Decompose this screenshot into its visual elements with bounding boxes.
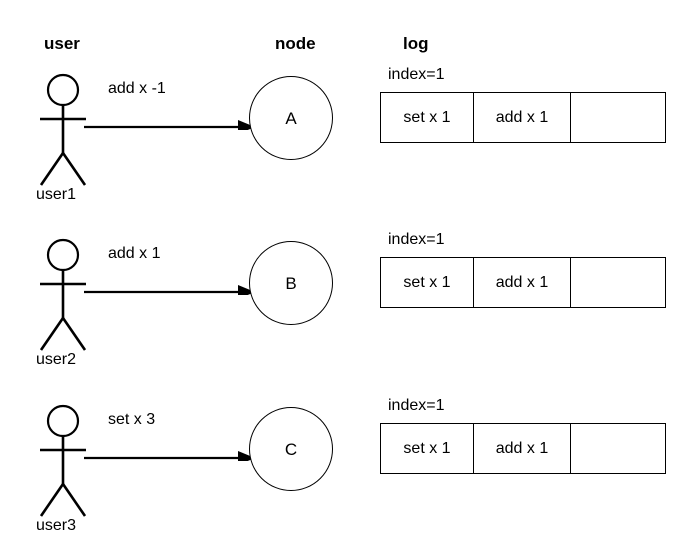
- message-label: set x 3: [108, 411, 156, 428]
- log-table: set x 1 add x 1: [380, 423, 666, 474]
- log-cell[interactable]: set x 1: [381, 258, 474, 307]
- stick-figure-icon[interactable]: [30, 68, 110, 193]
- circle-node-icon[interactable]: C: [249, 407, 333, 491]
- log-cell[interactable]: add x 1: [474, 93, 571, 142]
- column-header-node: node: [275, 34, 316, 53]
- log-index-label: index=1: [388, 231, 445, 248]
- diagram-row: user2 add x 1 B index=1 set x 1 add x 1: [0, 231, 691, 403]
- log-cell[interactable]: add x 1: [474, 258, 571, 307]
- stick-figure-icon[interactable]: [30, 399, 110, 524]
- log-table: set x 1 add x 1: [380, 92, 666, 143]
- log-cell-empty[interactable]: [571, 258, 664, 307]
- diagram-row: user1 add x -1 A index=1 set x 1 add x 1: [0, 66, 691, 238]
- column-header-log: log: [403, 34, 429, 53]
- circle-node-icon[interactable]: B: [249, 241, 333, 325]
- log-cell[interactable]: set x 1: [381, 93, 474, 142]
- log-cell-empty[interactable]: [571, 93, 664, 142]
- actor-label: user2: [36, 351, 77, 368]
- actor-label: user1: [36, 186, 77, 203]
- diagram-row: user3 set x 3 C index=1 set x 1 add x 1: [0, 397, 691, 554]
- actor-label: user3: [36, 517, 77, 534]
- message-label: add x 1: [108, 245, 161, 262]
- column-header-user: user: [44, 34, 80, 53]
- node-label: C: [284, 439, 298, 459]
- log-cell[interactable]: add x 1: [474, 424, 571, 473]
- log-index-label: index=1: [388, 397, 445, 414]
- arrow-right-icon: [80, 421, 255, 465]
- message-label: add x -1: [108, 80, 166, 97]
- node-label: A: [285, 108, 297, 128]
- arrow-right-icon: [80, 255, 255, 299]
- node-label: B: [285, 273, 297, 293]
- log-index-label: index=1: [388, 66, 445, 83]
- log-table: set x 1 add x 1: [380, 257, 666, 308]
- circle-node-icon[interactable]: A: [249, 76, 333, 160]
- log-cell-empty[interactable]: [571, 424, 664, 473]
- log-cell[interactable]: set x 1: [381, 424, 474, 473]
- stick-figure-icon[interactable]: [30, 233, 110, 358]
- arrow-right-icon: [80, 90, 255, 134]
